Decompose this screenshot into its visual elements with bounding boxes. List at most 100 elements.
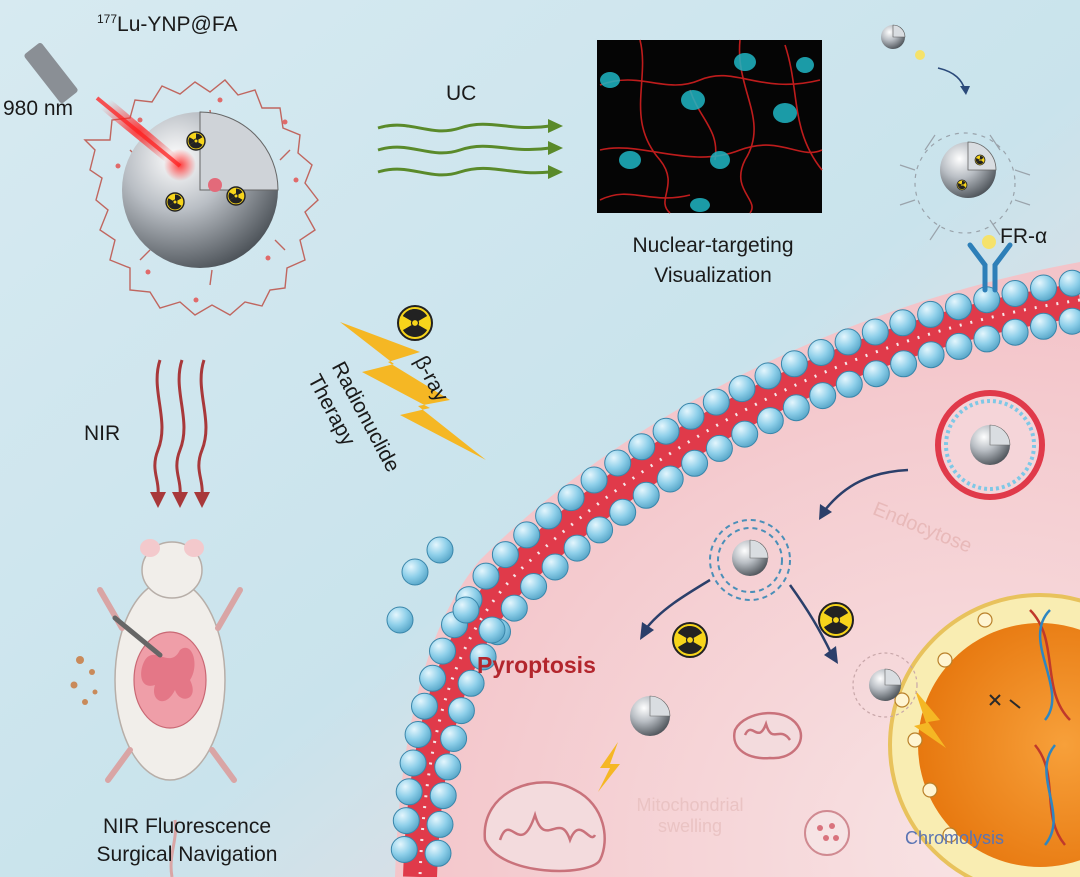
lipid-head — [632, 481, 660, 509]
lipid-head — [404, 721, 432, 748]
lipid-head — [782, 394, 810, 422]
endocytosis-arrow — [819, 468, 909, 520]
lipid-head — [835, 370, 863, 398]
probe-isotope: 177 — [97, 12, 118, 26]
lipid-head — [419, 664, 447, 692]
chromolysis-label: Chromolysis — [905, 828, 1005, 848]
lipid-head — [447, 697, 475, 725]
lipid-head — [756, 407, 784, 435]
lipid-head — [681, 449, 709, 477]
lipid-head — [429, 637, 456, 665]
lysosome — [804, 810, 850, 856]
lipid-head — [609, 498, 637, 526]
lipid-head — [429, 782, 457, 810]
endocytosis-vesicle — [935, 390, 1045, 500]
lipid-head — [392, 807, 420, 835]
nir-label: NIR — [84, 422, 121, 445]
lipid-head — [424, 839, 452, 867]
lipid-head — [973, 325, 1001, 353]
lipid-head — [557, 484, 585, 512]
lipid-head — [754, 362, 782, 390]
radiation-icon-right — [818, 602, 854, 638]
probe-label: 177Lu-YNP@FA — [97, 12, 238, 37]
pyroptosis-label: Pyroptosis — [477, 652, 596, 678]
lipid-head — [390, 836, 418, 863]
lipid-head — [520, 573, 548, 600]
radiation-icon-left — [672, 622, 708, 658]
lipid-head — [702, 388, 730, 416]
surgery-line2: Surgical Navigation — [96, 843, 278, 866]
lipid-head — [834, 328, 862, 356]
lipid-head — [395, 778, 423, 806]
lipid-head — [563, 534, 591, 562]
lipid-head — [705, 434, 733, 462]
lipid-head — [535, 502, 563, 530]
lipid-head — [861, 318, 889, 346]
mito-line2: swelling — [657, 816, 723, 836]
lipid-head — [917, 341, 945, 369]
nuclear-targeting-line1: Nuclear-targeting — [632, 234, 794, 257]
lipid-head — [628, 433, 656, 461]
uc-label: UC — [446, 82, 477, 105]
bound-nanoparticle — [899, 132, 1031, 293]
mitochondrial-swelling-label: Mitochondrial swelling — [620, 795, 760, 837]
nuclear-targeting-label: Nuclear-targeting Visualization — [598, 234, 828, 288]
cell-nucleus — [888, 593, 1080, 877]
lipid-head — [440, 725, 468, 752]
lipid-head — [411, 692, 438, 720]
nir-arrows — [150, 359, 210, 508]
nanoparticle-mitochondria — [598, 695, 671, 792]
lipid-head — [1001, 280, 1029, 307]
fr-alpha-label: FR-α — [1000, 225, 1048, 248]
lipid-head — [399, 749, 427, 777]
lipid-head — [862, 360, 890, 388]
mitochondria — [483, 711, 803, 873]
mito-line1: Mitochondrial — [636, 795, 744, 815]
lipid-head — [1058, 269, 1080, 297]
lipid-head — [513, 521, 541, 549]
microscopy-image — [597, 39, 823, 214]
laser-wavelength: 980 nm — [3, 97, 74, 120]
lipid-head — [586, 516, 614, 544]
mouse-illustration — [70, 539, 243, 877]
probe-name: Lu-YNP@FA — [117, 13, 238, 36]
nuclear-targeting-line2: Visualization — [654, 264, 772, 287]
approaching-nanoparticle — [880, 24, 970, 95]
lipid-head — [604, 449, 632, 477]
pathway-arrows — [644, 578, 834, 656]
lipid-head — [472, 562, 500, 590]
lipid-head — [491, 541, 519, 569]
lipid-head — [917, 300, 945, 328]
lipid-head — [731, 420, 759, 448]
lipid-head — [809, 382, 837, 410]
lipid-head — [426, 810, 454, 838]
lipid-head — [1001, 318, 1029, 346]
lipid-head — [434, 753, 462, 781]
laser-emitter — [24, 43, 185, 170]
lipid-head — [500, 594, 528, 622]
lipid-head — [890, 350, 918, 378]
lipid-head — [677, 402, 705, 430]
lipid-head — [1030, 274, 1057, 302]
lipid-head — [1058, 307, 1080, 335]
lipid-head — [580, 466, 608, 494]
lipid-head — [945, 293, 972, 321]
lipid-head — [541, 553, 569, 581]
endosome — [709, 519, 791, 601]
surgical-navigation-label: NIR Fluorescence Surgical Navigation — [62, 815, 312, 867]
uc-arrows — [377, 119, 563, 179]
nanoparticle-nucleus — [852, 652, 918, 718]
cell-membrane — [403, 283, 1080, 877]
beta-ray-lightning — [340, 305, 486, 460]
lipid-head — [807, 339, 835, 366]
lipid-head — [1030, 312, 1057, 340]
lipid-head — [889, 309, 917, 337]
surgery-line1: NIR Fluorescence — [102, 815, 272, 838]
lipid-head — [728, 375, 756, 403]
lipid-head — [780, 350, 808, 378]
fr-alpha-receptor — [967, 242, 1013, 293]
lipid-head — [652, 417, 680, 445]
lipid-head — [656, 465, 684, 493]
lipid-head — [945, 332, 973, 360]
